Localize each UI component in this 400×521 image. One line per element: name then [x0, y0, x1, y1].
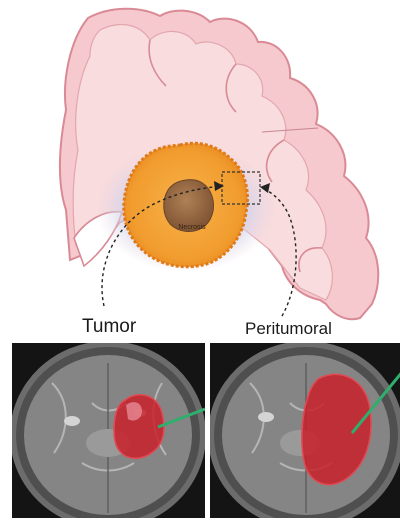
brain-diagram: Necrosis — [0, 0, 400, 343]
mri-scan-peritumoral — [210, 343, 400, 518]
mri-scan-tumor — [12, 343, 205, 518]
tumor-label: Tumor — [82, 316, 136, 338]
necrosis-label: Necrosis — [178, 224, 206, 231]
peritumoral-label: Peritumoral — [245, 319, 332, 339]
